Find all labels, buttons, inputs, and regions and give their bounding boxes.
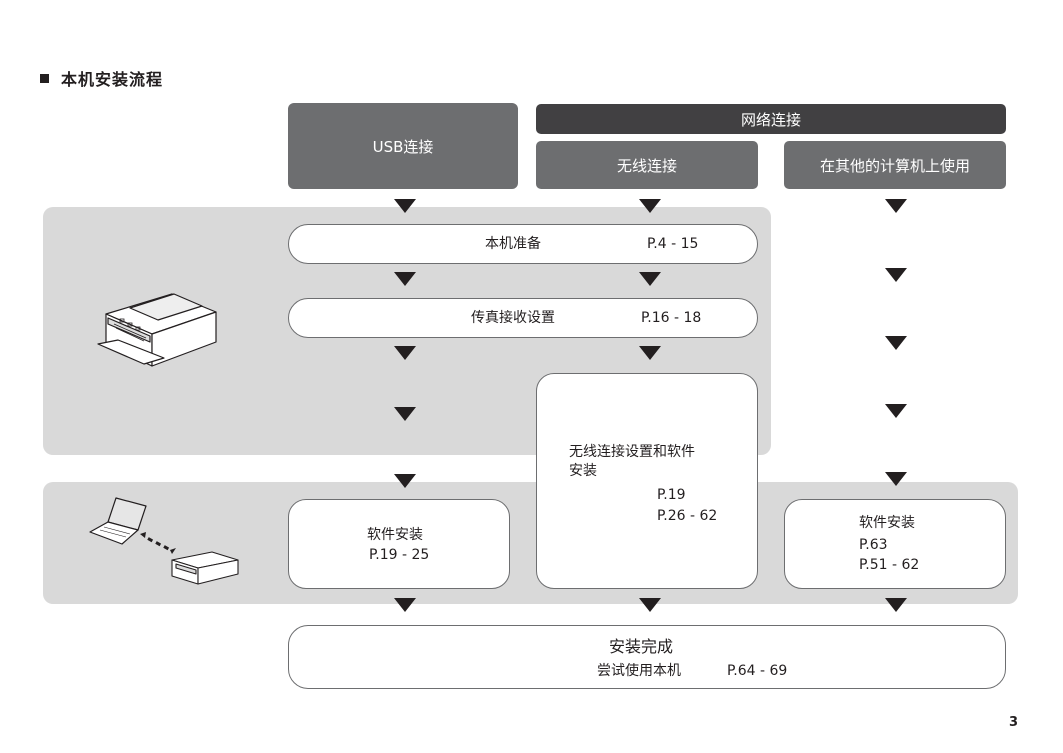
- down-arrow-icon: [394, 407, 416, 421]
- down-arrow-icon: [394, 199, 416, 213]
- other-computer-software-step: 软件安装 P.63 P.51 - 62: [784, 499, 1006, 589]
- usb-connection-header: USB连接: [288, 103, 518, 189]
- printer-icon: [171, 551, 239, 585]
- printer-icon: [97, 293, 217, 367]
- wireless-connection-header: 无线连接: [536, 141, 758, 189]
- wireless-link-icon: [140, 532, 176, 554]
- prepare-step: 本机准备 P.4 - 15: [288, 224, 758, 264]
- installation-complete-step: 安装完成 尝试使用本机 P.64 - 69: [288, 625, 1006, 689]
- page-title: 本机安装流程: [40, 66, 163, 90]
- down-arrow-icon: [885, 404, 907, 418]
- fax-setup-step: 传真接收设置 P.16 - 18: [288, 298, 758, 338]
- down-arrow-icon: [394, 474, 416, 488]
- down-arrow-icon: [885, 336, 907, 350]
- other-computer-header: 在其他的计算机上使用: [784, 141, 1006, 189]
- down-arrow-icon: [885, 199, 907, 213]
- down-arrow-icon: [394, 598, 416, 612]
- network-connection-header: 网络连接: [536, 104, 1006, 134]
- down-arrow-icon: [639, 346, 661, 360]
- page-number: 3: [1008, 715, 1018, 730]
- laptop-icon: [89, 497, 147, 545]
- down-arrow-icon: [639, 199, 661, 213]
- square-bullet-icon: [40, 74, 49, 83]
- down-arrow-icon: [394, 272, 416, 286]
- down-arrow-icon: [885, 472, 907, 486]
- wireless-setup-step: 无线连接设置和软件 安装 P.19 P.26 - 62: [536, 373, 758, 589]
- down-arrow-icon: [639, 272, 661, 286]
- down-arrow-icon: [885, 598, 907, 612]
- down-arrow-icon: [885, 268, 907, 282]
- down-arrow-icon: [639, 598, 661, 612]
- down-arrow-icon: [394, 346, 416, 360]
- usb-software-step: 软件安装 P.19 - 25: [288, 499, 510, 589]
